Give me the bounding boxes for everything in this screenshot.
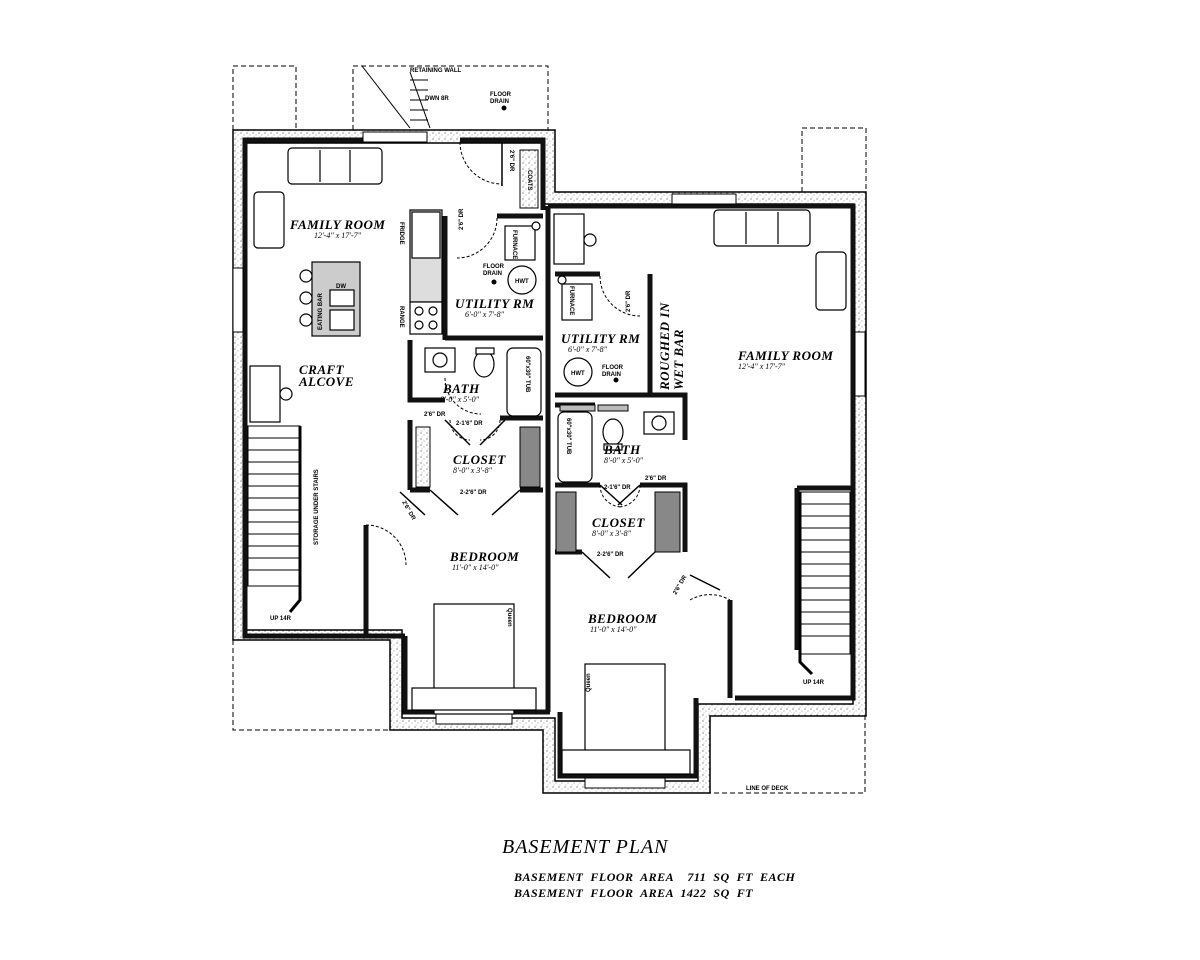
left-furnace-label: FURNACE [511,230,517,259]
left-fridge-label: FRIDGE [398,222,404,245]
tub-left [506,347,542,417]
right-family-room-dim: 12'-4" x 17'-7" [738,362,786,371]
right-stairs-label: UP 14R [803,680,825,686]
left-storage-label: STORAGE UNDER STAIRS [314,469,320,545]
windows [232,131,866,789]
right-unit-labels: FAMILY ROOM 12'-4" x 17'-7" UTILITY RM 6… [561,286,833,792]
left-bath-dim: 8'-0" x 5'-0" [440,395,480,404]
craft-desk [249,365,281,423]
right-door-closet-bot-label: 2-2'6" DR [597,552,624,558]
right-bath-dim: 8'-0" x 5'-0" [604,456,644,465]
chair-left [253,191,285,249]
right-drain-label: FLOOR [602,365,624,371]
hwt-left [507,265,537,295]
left-drain-label-2: DRAIN [483,271,502,277]
left-bath-label: BATH [442,381,480,396]
left-range-label: RANGE [398,306,404,328]
left-hwt-label: HWT [515,279,529,285]
door-swings [365,141,731,601]
right-family-room-label: FAMILY ROOM [737,348,833,363]
left-door-util-label: 2'6" DR [459,208,465,230]
left-stairs-label: UP 14R [270,616,292,622]
right-hwt-label: HWT [571,371,585,377]
left-door-bath-label: 2'6" DR [424,412,446,418]
floor-drains [491,105,619,383]
left-bed-label: Queen [506,608,512,627]
door-leaves [399,142,721,591]
left-family-room-dim: 12'-4" x 17'-7" [314,231,362,240]
right-utility-dim: 6'-0" x 7'-8" [568,345,608,354]
stairs-exterior [361,65,431,129]
left-craft-alcove-label-2: ALCOVE [298,374,354,389]
desk-right [553,213,585,265]
left-drain-label: FLOOR [483,264,505,270]
right-closet-label: CLOSET [592,515,645,530]
right-door-bath-label: 2'6" DR [645,476,667,482]
range [409,301,443,335]
line-of-deck-label: LINE OF DECK [746,786,789,792]
furnace-right [561,283,593,321]
right-utility-label: UTILITY RM [561,331,640,346]
sofa-left [287,147,383,185]
interior-walls [363,140,853,712]
ext-drain-label: FLOOR [490,92,512,98]
right-wet-bar-label: ROUGHED IN [657,302,672,391]
left-bedroom-label: BEDROOM [449,549,519,564]
left-dw-label: DW [336,284,346,290]
left-tub-label: 60"x30" TUB [524,356,530,393]
ext-drain-label-2: DRAIN [490,99,509,105]
left-utility-dim: 6'-0" x 7'-8" [465,310,505,319]
right-bedroom-label: BEDROOM [587,611,657,626]
left-unit-labels: FAMILY ROOM 12'-4" x 17'-7" CRAFT ALCOVE… [270,68,534,627]
tub-right [557,411,593,483]
left-bedroom-dim: 11'-0" x 14'-0" [452,563,499,572]
left-door-closet-top-label: 2-1'6" DR [456,421,483,427]
left-utility-label: UTILITY RM [455,296,534,311]
right-door-bed-label: 2'6" DR [673,574,689,596]
furniture [249,147,847,775]
wall-pockets [415,149,681,553]
dwn-label: DWN 8R [425,96,449,102]
right-drain-label-2: DRAIN [602,372,621,378]
right-bedroom-dim: 11'-0" x 14'-0" [590,625,637,634]
left-closet-dim: 8'-0" x 3'-8" [453,466,493,475]
right-closet-dim: 8'-0" x 3'-8" [592,529,632,538]
left-door-closet-bot-label: 2-2'6" DR [460,490,487,496]
retaining-wall-label: RETAINING WALL [410,68,462,74]
furnace-left [504,225,536,261]
hwt-right [563,357,593,387]
right-tub-label: 60"x30" TUB [565,418,571,455]
stairs-left [247,425,302,613]
left-craft-alcove-label: CRAFT [299,362,345,377]
right-furnace-label: FURNACE [568,286,574,315]
floor-area-each: BASEMENT FLOOR AREA 711 SQ FT EACH [514,870,796,884]
floor-area-total: BASEMENT FLOOR AREA 1422 SQ FT [514,886,754,900]
left-eating-bar-label: EATING BAR [318,292,324,330]
sofa-right [713,209,811,247]
plan-title: BASEMENT PLAN [502,836,669,858]
left-door-coats-label: 2'6" DR [508,150,514,172]
left-closet-label: CLOSET [453,452,506,467]
left-door-bed-label: 2'6" DR [400,500,416,522]
left-coats-label: COATS [526,170,532,191]
right-wet-bar-label-2: WET BAR [671,329,686,390]
right-bed-label: Queen [586,673,592,692]
left-family-room-label: FAMILY ROOM [289,217,385,232]
right-bath-label: BATH [603,442,641,457]
chair-right [815,251,847,311]
right-door-closet-top-label: 2-1'6" DR [604,485,631,491]
right-door-util-label: 2'6" DR [626,290,632,312]
stairs-right [798,491,851,676]
toilet-left [473,350,495,378]
dashed-outlines [232,65,867,794]
